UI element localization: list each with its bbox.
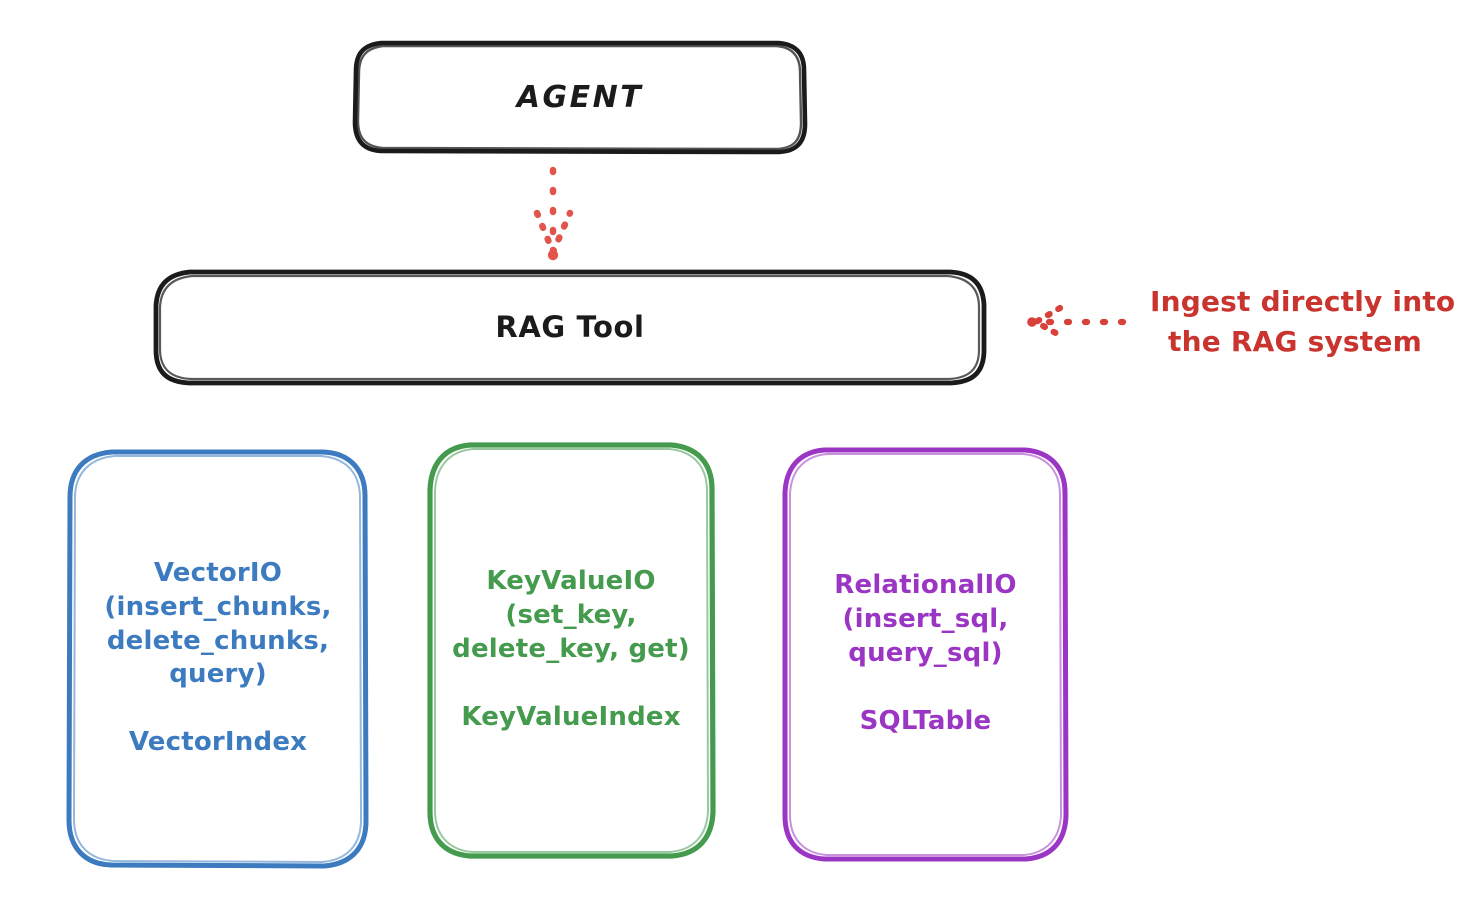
relational-io-index: SQLTable	[859, 705, 992, 736]
relational-io-name: RelationalIO	[834, 570, 1017, 601]
ingest-annotation-line1: Ingest directly into	[1150, 285, 1456, 318]
key-value-io-api: (set_key, delete_key, get)	[452, 600, 690, 664]
ingest-arrow-icon	[1027, 304, 1127, 340]
agent-to-rag-arrow	[533, 166, 574, 261]
rag-tool-box[interactable]	[153, 269, 987, 386]
vector-io-box[interactable]	[66, 449, 369, 869]
vector-io-index: VectorIndex	[128, 727, 308, 758]
agent-label: AGENT	[516, 79, 644, 115]
agent-box[interactable]	[352, 40, 808, 155]
vector-io-api: (insert_chunks, delete_chunks, query)	[104, 591, 332, 690]
key-value-io-box[interactable]	[427, 442, 716, 859]
vector-io-label: VectorIO (insert_chunks, delete_chunks, …	[69, 451, 367, 866]
relational-io-api: (insert_sql, query_sql)	[842, 604, 1009, 668]
key-value-io-name: KeyValueIO	[486, 566, 656, 597]
vector-io-name: VectorIO	[153, 558, 283, 588]
rag-tool-label: RAG Tool	[495, 309, 645, 344]
relational-io-label: RelationalIO (insert_sql, query_sql) SQL…	[785, 449, 1066, 859]
ingest-annotation: Ingest directly into the RAG system	[1150, 282, 1470, 362]
key-value-io-index: KeyValueIndex	[461, 701, 681, 732]
relational-io-box[interactable]	[782, 447, 1069, 862]
key-value-io-label: KeyValueIO (set_key, delete_key, get) Ke…	[429, 444, 713, 856]
ingest-annotation-line2: the RAG system	[1168, 324, 1422, 358]
